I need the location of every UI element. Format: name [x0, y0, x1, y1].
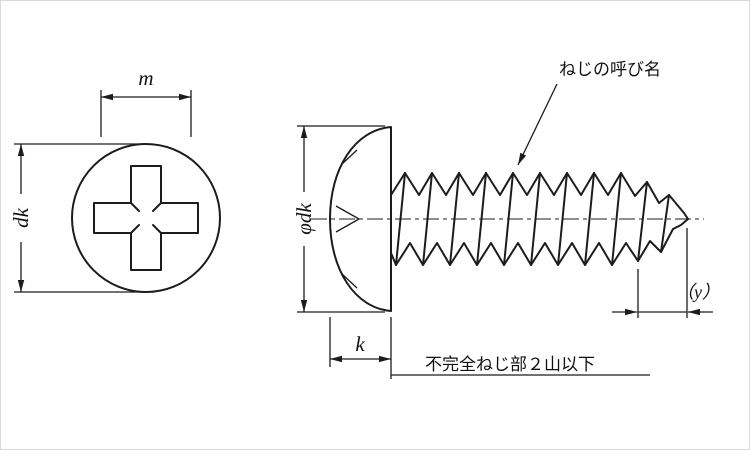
- k-label: k: [355, 332, 365, 356]
- thread-bottom-profile: [390, 218, 689, 266]
- dk-label: dk: [9, 207, 33, 228]
- phillips-recess-outline: [93, 165, 199, 271]
- front-view: [71, 143, 221, 293]
- recess-side-detail-lines: [335, 149, 360, 289]
- side-view: [311, 126, 704, 312]
- thread-top-profile: [390, 172, 689, 220]
- side-view-dimensions: φdk k 不完全ねじ部２山以下 （y） ねじの呼び名: [292, 60, 720, 379]
- head-outline-front: [71, 143, 221, 293]
- front-view-dimensions: m dk: [9, 66, 192, 293]
- phi-dk-label: φdk: [292, 203, 316, 235]
- thread-crest-helix-lines: [395, 172, 670, 266]
- phillips-recess-corner-chamfers: [130, 202, 162, 234]
- incomplete-thread-note: 不完全ねじ部２山以下: [425, 355, 595, 374]
- m-label: m: [138, 66, 153, 90]
- dk-extension-lines: [14, 143, 140, 293]
- y-label: （y）: [676, 282, 720, 302]
- phi-dk-extension-lines: [297, 125, 385, 313]
- thread-callout-leader-line: [517, 83, 558, 166]
- y-extension-lines: [637, 228, 688, 318]
- thread-callout-label: ねじの呼び名: [559, 60, 661, 79]
